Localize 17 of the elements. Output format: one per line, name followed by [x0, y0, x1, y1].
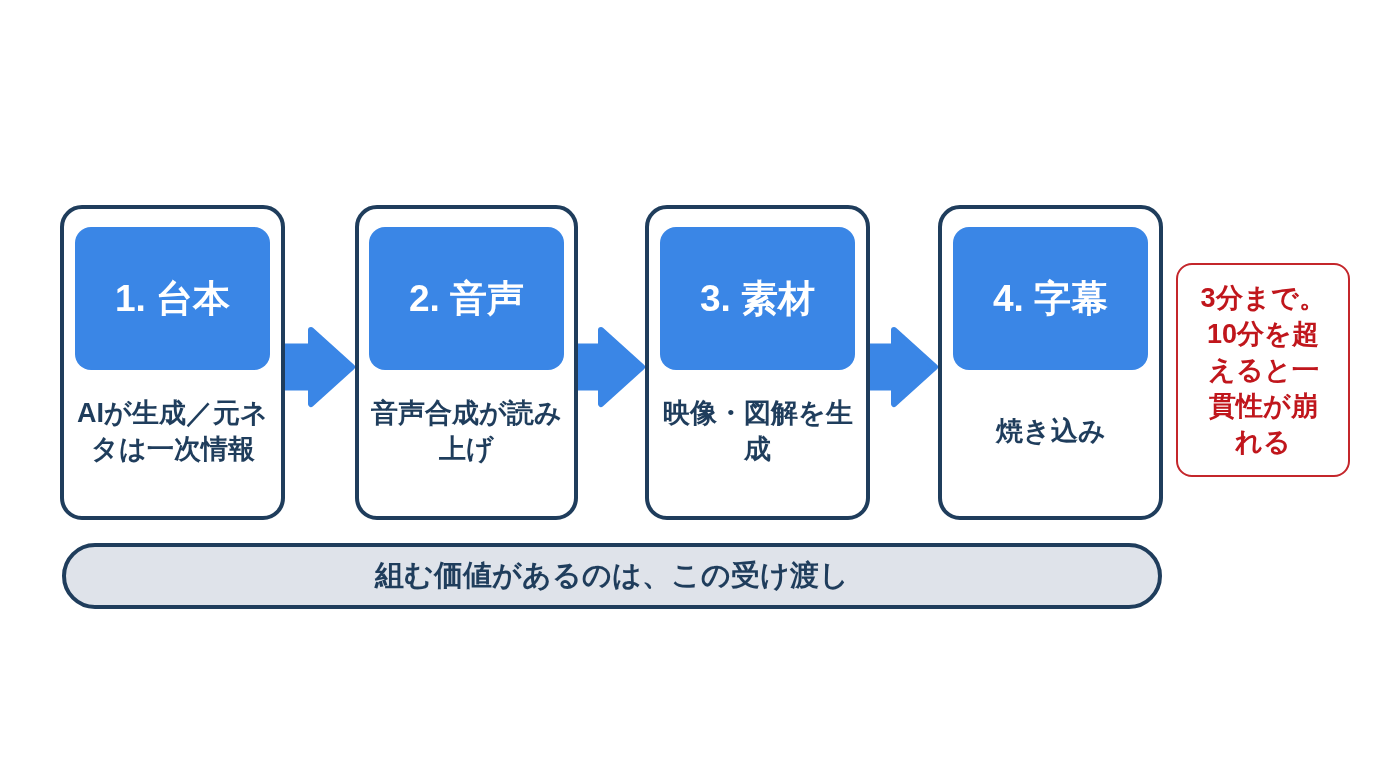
step-description: AIが生成／元ネタは一次情報 [76, 397, 269, 466]
step-description: 音声合成が読み上げ [370, 397, 563, 466]
summary-banner: 組む価値があるのは、この受け渡し [62, 543, 1162, 609]
step-heading-box: 1. 台本 [75, 227, 270, 370]
step-heading-box: 3. 素材 [660, 227, 855, 370]
step-description: 映像・図解を生成 [661, 397, 854, 466]
note-box: 3分まで。10分を超えると一貫性が崩れる [1176, 263, 1350, 477]
step-heading-box: 2. 音声 [369, 227, 564, 370]
arrow [578, 327, 645, 407]
arrow [870, 327, 938, 407]
step-card [60, 205, 285, 520]
step-heading-box: 4. 字幕 [953, 227, 1148, 370]
step-description: 焼き込み [995, 415, 1106, 448]
step-card [645, 205, 870, 520]
step-card [938, 205, 1163, 520]
step-card [355, 205, 578, 520]
arrow [285, 327, 355, 407]
